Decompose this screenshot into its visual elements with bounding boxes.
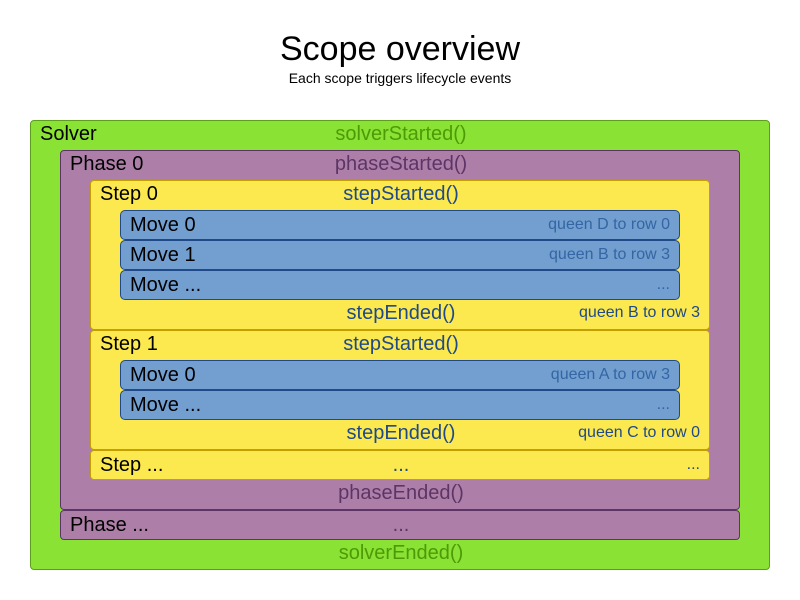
move-note: queen B to row 3 bbox=[549, 246, 670, 263]
phase-0-scope: Phase 0 phaseStarted() phaseEnded() Step… bbox=[60, 150, 740, 510]
diagram-title: Scope overview bbox=[279, 30, 520, 68]
step-1-label: Step 1 bbox=[100, 333, 158, 355]
phase-more-label: Phase ... bbox=[70, 514, 149, 536]
step-0-move-1: Move 1 queen B to row 3 bbox=[120, 240, 680, 270]
solver-label: Solver bbox=[40, 123, 97, 145]
move-label: Move ... bbox=[130, 274, 202, 296]
solver-scope: Solver solverStarted() solverEnded() Pha… bbox=[30, 120, 770, 570]
phase-started-event: phaseStarted() bbox=[334, 153, 468, 175]
move-note: ... bbox=[656, 276, 670, 293]
step-1-move-0: Move 0 queen A to row 3 bbox=[120, 360, 680, 390]
diagram-subtitle: Each scope triggers lifecycle events bbox=[288, 70, 512, 86]
move-label: Move 0 bbox=[130, 214, 196, 236]
step-1-ended-event: stepEnded() bbox=[346, 422, 456, 444]
move-note: ... bbox=[656, 396, 670, 413]
step-more-note: ... bbox=[686, 456, 700, 473]
step-1-started-event: stepStarted() bbox=[343, 333, 459, 355]
phase-more-ellipsis: ... bbox=[392, 514, 410, 536]
step-more-scope: Step ... ... ... bbox=[90, 450, 710, 480]
solver-ended-event: solverEnded() bbox=[338, 542, 464, 564]
step-0-ended-note: queen B to row 3 bbox=[579, 304, 700, 321]
phase-0-label: Phase 0 bbox=[70, 153, 144, 175]
move-note: queen A to row 3 bbox=[550, 366, 670, 383]
move-note: queen D to row 0 bbox=[548, 216, 670, 233]
step-0-move-more: Move ... ... bbox=[120, 270, 680, 300]
phase-more-scope: Phase ... ... bbox=[60, 510, 740, 540]
step-0-label: Step 0 bbox=[100, 183, 158, 205]
step-1-ended-note: queen C to row 0 bbox=[578, 424, 700, 441]
move-label: Move ... bbox=[130, 394, 202, 416]
phase-ended-event: phaseEnded() bbox=[338, 482, 464, 504]
step-0-scope: Step 0 stepStarted() Move 0 queen D to r… bbox=[90, 180, 710, 330]
step-0-move-0: Move 0 queen D to row 0 bbox=[120, 210, 680, 240]
step-1-scope: Step 1 stepStarted() Move 0 queen A to r… bbox=[90, 330, 710, 450]
move-label: Move 0 bbox=[130, 364, 196, 386]
step-0-started-event: stepStarted() bbox=[343, 183, 459, 205]
step-more-label: Step ... bbox=[100, 454, 164, 476]
step-1-move-more: Move ... ... bbox=[120, 390, 680, 420]
step-0-ended-event: stepEnded() bbox=[346, 302, 456, 324]
solver-started-event: solverStarted() bbox=[335, 123, 467, 145]
step-more-ellipsis: ... bbox=[392, 454, 410, 476]
move-label: Move 1 bbox=[130, 244, 196, 266]
